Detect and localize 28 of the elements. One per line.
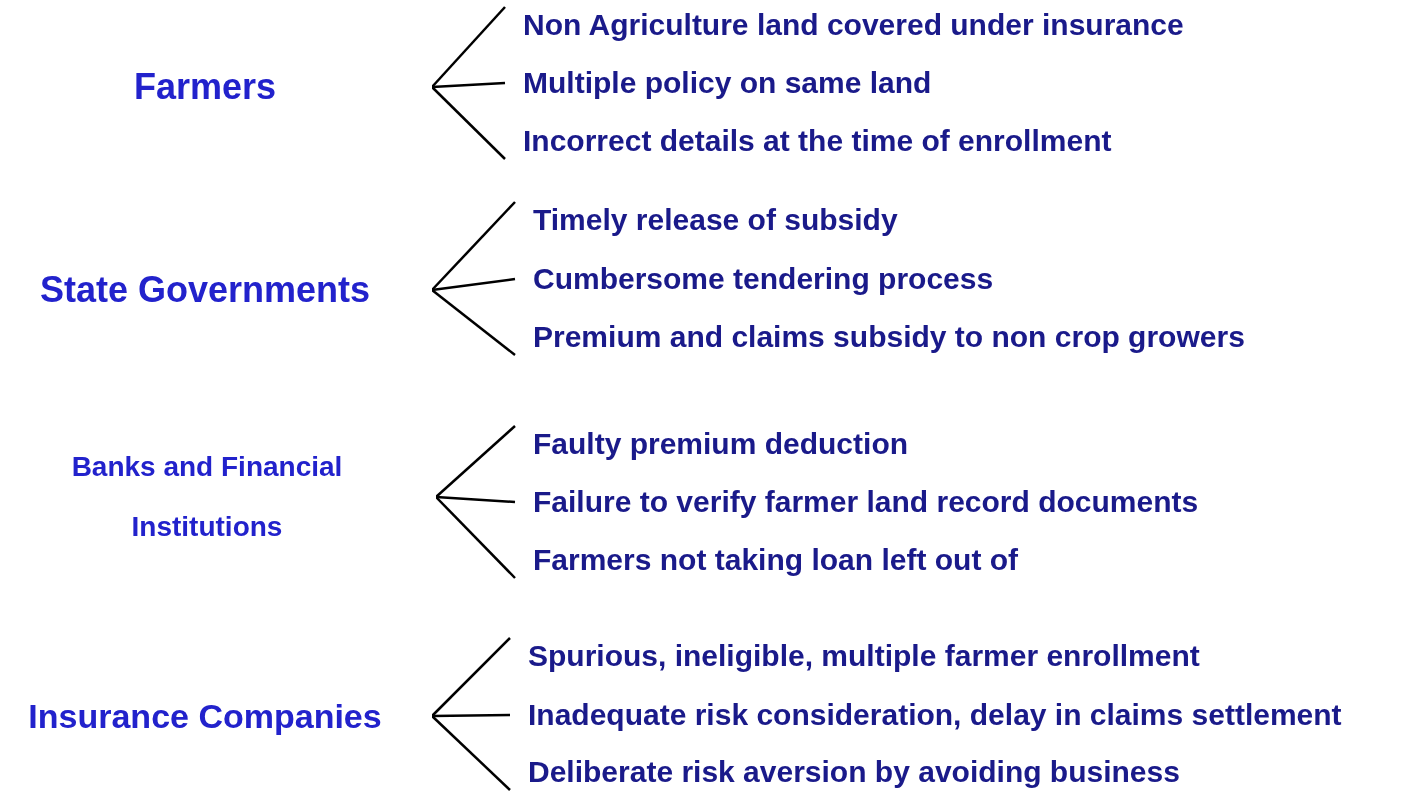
branch-line	[431, 289, 516, 356]
item-text: Cumbersome tendering process	[533, 262, 994, 296]
group-heading: State Governments	[39, 270, 371, 310]
branch-line	[435, 496, 516, 579]
branch-line	[431, 86, 506, 160]
branch-line	[431, 6, 506, 88]
group-heading: Insurance Companies	[28, 696, 382, 736]
branch-line	[431, 715, 511, 791]
branch-line	[431, 277, 516, 292]
item-text: Deliberate risk aversion by avoiding business	[528, 755, 1180, 789]
branch-line	[432, 713, 510, 718]
item-text: Farmers not taking loan left out of	[533, 543, 1019, 577]
item-text: Non Agriculture land covered under insurance	[523, 8, 1184, 42]
item-text: Incorrect details at the time of enrollment	[523, 124, 1112, 158]
item-text: Timely release of subsidy	[533, 203, 898, 237]
item-text: Spurious, ineligible, multiple farmer enrollment	[528, 639, 1200, 673]
branch-line	[435, 425, 516, 498]
branch-line	[431, 81, 506, 89]
group-heading: Banks and Financial Institutions	[70, 450, 344, 544]
item-text: Inadequate risk consideration, delay in claims settlement	[528, 698, 1342, 732]
branch-line	[431, 201, 516, 291]
item-text: Failure to verify farmer land record documents	[533, 485, 1199, 519]
branch-line	[431, 637, 511, 717]
branch-line	[435, 495, 516, 504]
group-heading: Farmers	[133, 67, 277, 107]
item-text: Premium and claims subsidy to non crop growers	[533, 320, 1245, 354]
item-text: Faulty premium deduction	[533, 427, 909, 461]
item-text: Multiple policy on same land	[523, 66, 932, 100]
